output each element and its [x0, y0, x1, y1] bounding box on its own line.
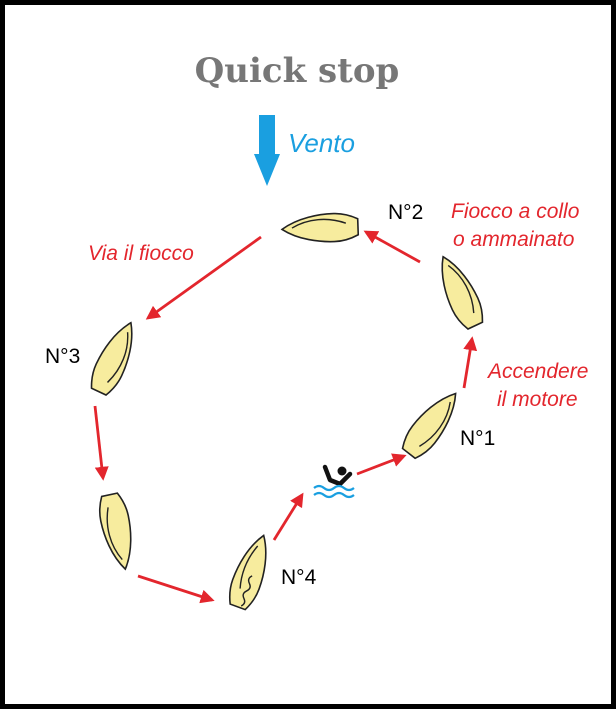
- route-arrow: [363, 230, 421, 264]
- note-via-fiocco: Via il fiocco: [88, 242, 194, 265]
- route-arrow: [137, 574, 215, 604]
- position-label-n4: N°4: [281, 566, 317, 589]
- route-arrow: [462, 336, 478, 389]
- down-arrow-icon: [254, 115, 280, 186]
- note-engine-line2: il motore: [497, 388, 578, 411]
- sailboat-icon: [228, 534, 267, 611]
- diagram-title: Quick stop: [195, 51, 400, 91]
- route-arrow: [93, 405, 109, 481]
- note-jib-line2: o ammainato: [453, 228, 575, 251]
- sailboat-icon: [280, 212, 360, 243]
- route-arrow: [356, 453, 407, 476]
- man-overboard-icon: [313, 464, 355, 499]
- position-label-n1: N°1: [460, 427, 495, 450]
- route-arrows: [93, 230, 478, 604]
- note-jib-line1: Fiocco a collo: [451, 200, 580, 223]
- route-arrow: [272, 492, 304, 541]
- route-arrow: [145, 235, 262, 320]
- note-engine-line1: Accendere: [486, 360, 588, 383]
- sailboat-icon: [98, 492, 132, 571]
- sailboat-icon: [401, 392, 457, 460]
- sailboat-icon: [90, 321, 133, 396]
- position-label-n3: N°3: [45, 345, 80, 368]
- sailboat-icon: [441, 255, 484, 330]
- position-label-n2: N°2: [388, 201, 423, 224]
- wind-label: Vento: [288, 128, 355, 158]
